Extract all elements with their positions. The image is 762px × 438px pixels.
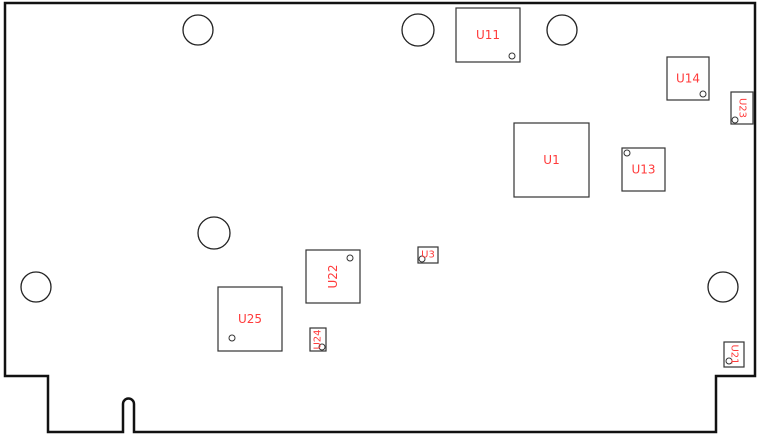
designator-label: U11 xyxy=(476,28,500,42)
pin1-marker xyxy=(731,116,739,124)
designator-label: U3 xyxy=(421,250,435,261)
pin1-marker xyxy=(318,343,326,351)
component-u25[interactable]: U25 xyxy=(217,286,283,352)
designator-label: U1 xyxy=(543,153,559,167)
board-outline xyxy=(3,1,757,434)
component-u24[interactable]: U24 xyxy=(309,327,327,352)
pin1-marker xyxy=(228,334,236,342)
pin1-marker xyxy=(346,254,354,262)
mounting-hole xyxy=(20,271,52,303)
component-package xyxy=(455,7,521,63)
mounting-hole xyxy=(197,216,231,250)
component-u3[interactable]: U3 xyxy=(417,246,439,264)
component-package xyxy=(217,286,283,352)
mounting-hole xyxy=(707,271,739,303)
component-u13[interactable]: U13 xyxy=(621,147,666,192)
designator-label: U21 xyxy=(729,344,740,364)
pin1-marker xyxy=(418,255,426,263)
pin1-marker xyxy=(699,90,707,98)
designator-label: U24 xyxy=(313,329,324,349)
component-u1[interactable]: U1 xyxy=(513,122,590,198)
pin1-marker xyxy=(725,357,733,365)
mounting-hole xyxy=(401,13,435,47)
designator-label: U14 xyxy=(676,72,700,86)
component-u14[interactable]: U14 xyxy=(666,56,710,101)
component-package xyxy=(513,122,590,198)
component-package xyxy=(621,147,666,192)
pin1-marker xyxy=(508,52,516,60)
component-u11[interactable]: U11 xyxy=(455,7,521,63)
component-u22[interactable]: U22 xyxy=(305,249,361,304)
mounting-hole xyxy=(546,14,578,46)
component-u23[interactable]: U23 xyxy=(730,91,754,125)
designator-label: U22 xyxy=(326,264,340,288)
pin1-marker xyxy=(623,149,631,157)
designator-label: U23 xyxy=(737,98,748,118)
mounting-hole xyxy=(182,14,214,46)
component-u21[interactable]: U21 xyxy=(723,341,745,368)
designator-label: U25 xyxy=(238,312,262,326)
component-package xyxy=(730,91,754,125)
designator-label: U13 xyxy=(631,163,655,177)
